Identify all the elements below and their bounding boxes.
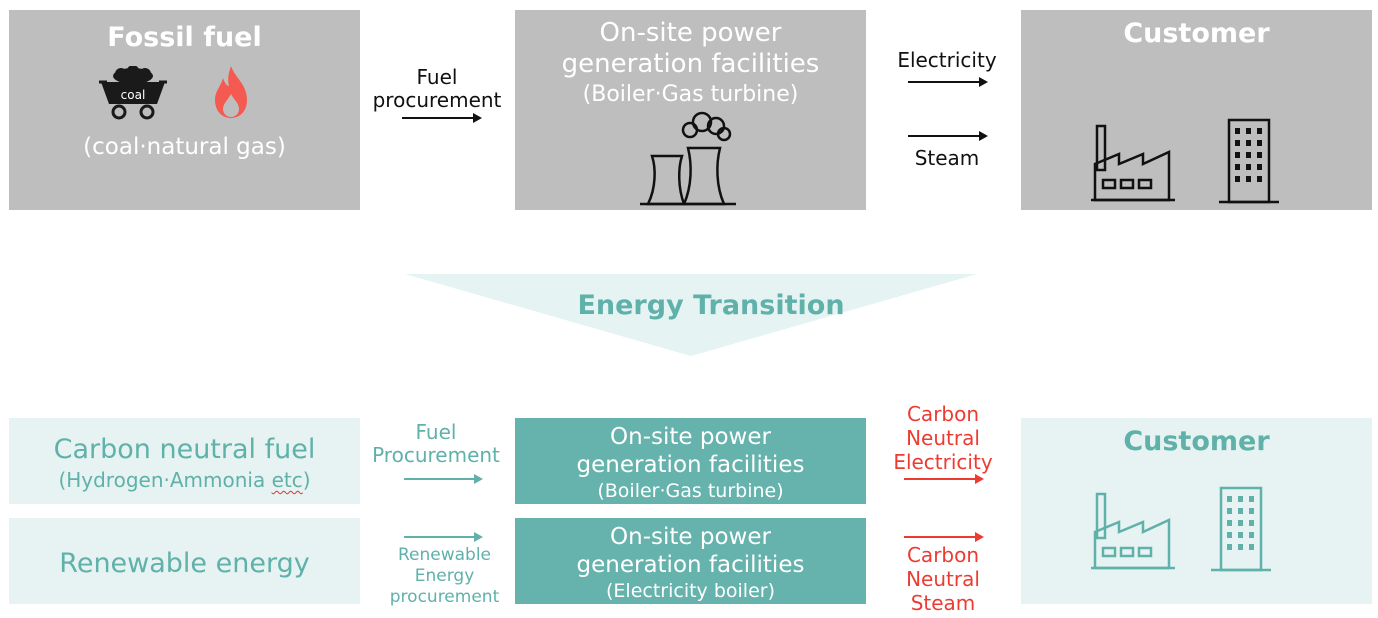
onsite1-line3: (Boiler·Gas turbine) (597, 480, 784, 502)
customer-box-bottom: Customer (1021, 418, 1372, 604)
electricity-arrow (908, 77, 988, 87)
onsite-power-box-top: On-site power generation facilities (Boi… (515, 10, 866, 210)
transition-triangle (405, 274, 977, 356)
steam-label: Steam (914, 146, 980, 170)
factory-icon-teal (1091, 492, 1175, 570)
cn-electricity-line3: Electricity (893, 450, 993, 474)
onsite1-line1: On-site power (610, 424, 771, 450)
subtitle-etc: etc (271, 468, 303, 492)
subtitle-prefix: (Hydrogen·Ammonia (58, 468, 272, 492)
energy-transition-label: Energy Transition (577, 290, 845, 321)
renewable-procurement-line2: Energy (414, 566, 475, 586)
fuel-procurement-arrow (402, 113, 482, 123)
coal-label: coal (120, 88, 146, 102)
office-building-icon-teal (1211, 486, 1271, 572)
carbon-neutral-fuel-box: Carbon neutral fuel (Hydrogen·Ammonia et… (9, 418, 360, 504)
onsite-title-line1: On-site power (599, 18, 782, 48)
onsite1-line2: generation facilities (576, 452, 805, 478)
power-plant-icon (640, 111, 736, 206)
onsite-power-box-bottom-2: On-site power generation facilities (Ele… (515, 518, 866, 604)
fuel-procurement-label-line2: procurement (372, 88, 502, 112)
onsite-title-line3: (Boiler·Gas turbine) (582, 82, 799, 107)
customer-title-top: Customer (1123, 18, 1270, 49)
subtitle-suffix: ) (302, 468, 311, 492)
flame-icon (215, 66, 247, 118)
cn-electricity-line2: Neutral (906, 426, 980, 450)
customer-title-bottom: Customer (1123, 426, 1270, 457)
onsite-power-box-bottom-1: On-site power generation facilities (Boi… (515, 418, 866, 504)
factory-icon (1091, 124, 1175, 202)
fuel-procurement-bottom-arrow (404, 474, 483, 484)
carbon-neutral-fuel-subtitle: (Hydrogen·Ammonia etc) (9, 468, 360, 492)
renewable-procurement-line3: procurement (389, 587, 500, 607)
renewable-procurement-line1: Renewable (397, 545, 492, 565)
fossil-fuel-box: Fossil fuel coal (coal·natural gas) (9, 10, 360, 210)
onsite2-line3: (Electricity boiler) (606, 580, 775, 602)
onsite-title-line2: generation facilities (561, 49, 820, 79)
fuel-procurement-bottom-line1: Fuel (415, 420, 457, 444)
customer-box-top: Customer (1021, 10, 1372, 210)
fuel-procurement-bottom-line2: Procurement (372, 443, 500, 467)
fossil-fuel-title: Fossil fuel (107, 22, 262, 53)
coal-cart-icon (99, 66, 167, 120)
cn-steam-line1: Carbon (906, 543, 980, 567)
cn-electricity-line1: Carbon (906, 402, 980, 426)
renewable-procurement-arrow (404, 532, 483, 542)
office-building-icon (1219, 118, 1279, 204)
renewable-energy-box: Renewable energy (9, 518, 360, 604)
fossil-fuel-subtitle: (coal·natural gas) (83, 134, 286, 160)
cn-steam-line2: Neutral (906, 567, 980, 591)
cn-electricity-arrow (904, 474, 984, 484)
carbon-neutral-fuel-title: Carbon neutral fuel (53, 434, 316, 465)
onsite2-line2: generation facilities (576, 552, 805, 578)
fuel-procurement-label-line1: Fuel (416, 65, 458, 89)
steam-arrow (908, 131, 988, 141)
onsite2-line1: On-site power (610, 524, 771, 550)
cn-steam-line3: Steam (910, 591, 976, 615)
electricity-label: Electricity (897, 48, 997, 72)
renewable-energy-title: Renewable energy (59, 548, 310, 579)
cn-steam-arrow (904, 532, 984, 542)
